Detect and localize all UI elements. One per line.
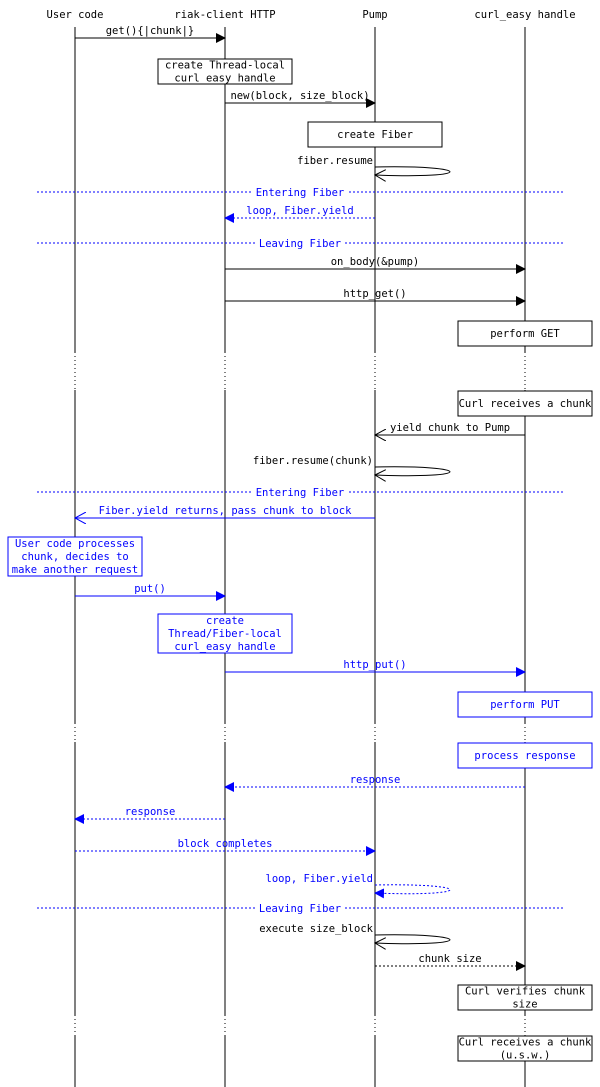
message-label: on_body(&pump) — [331, 256, 420, 268]
message-m4: loop, Fiber.yield — [224, 205, 375, 223]
message-m6: http_get() — [225, 288, 526, 306]
divider-label: Entering Fiber — [256, 187, 345, 199]
lane-header-pump: Pump — [362, 9, 387, 21]
message-label: chunk size — [418, 953, 481, 965]
note-n7: perform PUT — [457, 691, 593, 718]
divider-leaving-fiber: Leaving Fiber — [37, 903, 563, 915]
message-m7: yield chunk to Pump — [375, 422, 525, 435]
message-m9: Fiber.yield returns, pass chunk to block — [75, 505, 375, 518]
note-text: Curl verifies chunk — [465, 986, 586, 998]
note-box — [157, 58, 293, 85]
note-text: size — [512, 999, 537, 1011]
note-box — [457, 742, 593, 769]
divider-label-bg — [255, 903, 345, 913]
note-box — [457, 390, 593, 417]
message-label: new(block, size_block) — [230, 90, 369, 102]
message-label: http_get() — [343, 288, 406, 300]
note-text: process response — [474, 750, 575, 762]
message-m2: new(block, size_block) — [225, 90, 376, 108]
message-label: execute size_block — [259, 923, 373, 935]
message-label: http_put() — [343, 659, 406, 671]
message-label: fiber.resume — [297, 155, 373, 167]
message-self-loop — [375, 934, 451, 944]
note-text: Thread/Fiber-local — [168, 628, 282, 640]
note-box — [307, 121, 443, 148]
note-text: create Fiber — [337, 129, 413, 141]
message-label: response — [350, 774, 401, 786]
message-m17: chunk size — [375, 953, 526, 971]
message-m1: get(){|chunk|} — [75, 25, 226, 43]
note-text: chunk, decides to — [21, 551, 128, 563]
message-self-loop — [375, 466, 451, 476]
message-m8: fiber.resume(chunk) — [253, 455, 451, 476]
note-box — [157, 613, 293, 654]
note-text: User code processes — [15, 538, 135, 550]
divider-label: Leaving Fiber — [259, 903, 341, 915]
divider-entering-fiber: Entering Fiber — [37, 187, 563, 199]
note-text: Curl receives a chunk — [459, 398, 592, 410]
lane-header-curl-easy-handle: curl_easy handle — [474, 9, 575, 21]
message-label: get(){|chunk|} — [106, 25, 195, 37]
messages: get(){|chunk|} new(block, size_block)fibe… — [74, 25, 526, 971]
note-n10: Curl receives a chunk(u.s.w.) — [457, 1035, 593, 1062]
message-label: put() — [134, 583, 166, 595]
divider-label-bg — [255, 238, 345, 248]
message-label: loop, Fiber.yield — [246, 205, 353, 217]
message-label: block completes — [178, 838, 273, 850]
message-m15: loop, Fiber.yield — [266, 873, 451, 899]
message-label: response — [125, 806, 176, 818]
message-m11: http_put() — [225, 659, 526, 677]
note-text: make another request — [12, 564, 138, 576]
note-text: Curl receives a chunk — [459, 1037, 592, 1049]
message-m13: response — [74, 806, 225, 824]
note-box — [457, 691, 593, 718]
note-n3: perform GET — [457, 320, 593, 347]
lane-header-user-code: User code — [47, 9, 104, 21]
message-label: fiber.resume(chunk) — [253, 455, 373, 467]
note-box — [457, 984, 593, 1011]
message-m5: on_body(&pump) — [225, 256, 526, 274]
divider-leaving-fiber: Leaving Fiber — [37, 238, 563, 250]
message-self-loop — [374, 884, 451, 899]
message-m10: put() — [75, 583, 226, 601]
note-text: create — [206, 615, 244, 627]
note-text: curl_easy handle — [174, 641, 275, 653]
divider-label-bg — [252, 487, 348, 497]
divider-label: Leaving Fiber — [259, 238, 341, 250]
lane-header-riak-client-http: riak-client HTTP — [174, 9, 275, 21]
message-self-loop — [375, 166, 451, 176]
message-m12: response — [224, 774, 525, 792]
divider-label: Entering Fiber — [256, 487, 345, 499]
divider-label-bg — [252, 187, 348, 197]
message-label: yield chunk to Pump — [390, 422, 510, 434]
note-box — [7, 536, 143, 577]
note-n4: Curl receives a chunk — [457, 390, 593, 417]
message-m3: fiber.resume — [297, 155, 451, 176]
message-label: Fiber.yield returns, pass chunk to block — [99, 505, 353, 517]
note-text: create Thread-local — [165, 60, 285, 72]
message-m14: block completes — [75, 838, 376, 856]
note-box — [457, 320, 593, 347]
note-n2: create Fiber — [307, 121, 443, 148]
message-m16: execute size_block — [259, 923, 451, 944]
lane-headers: User code riak-client HTTP Pump curl_eas… — [47, 9, 576, 21]
message-label: loop, Fiber.yield — [266, 873, 373, 885]
divider-entering-fiber: Entering Fiber — [37, 487, 563, 499]
note-box — [457, 1035, 593, 1062]
note-n8: process response — [457, 742, 593, 769]
note-text: perform GET — [490, 328, 560, 340]
note-text: perform PUT — [490, 699, 560, 711]
note-text: (u.s.w.) — [500, 1050, 551, 1062]
note-text: curl_easy handle — [174, 73, 275, 85]
